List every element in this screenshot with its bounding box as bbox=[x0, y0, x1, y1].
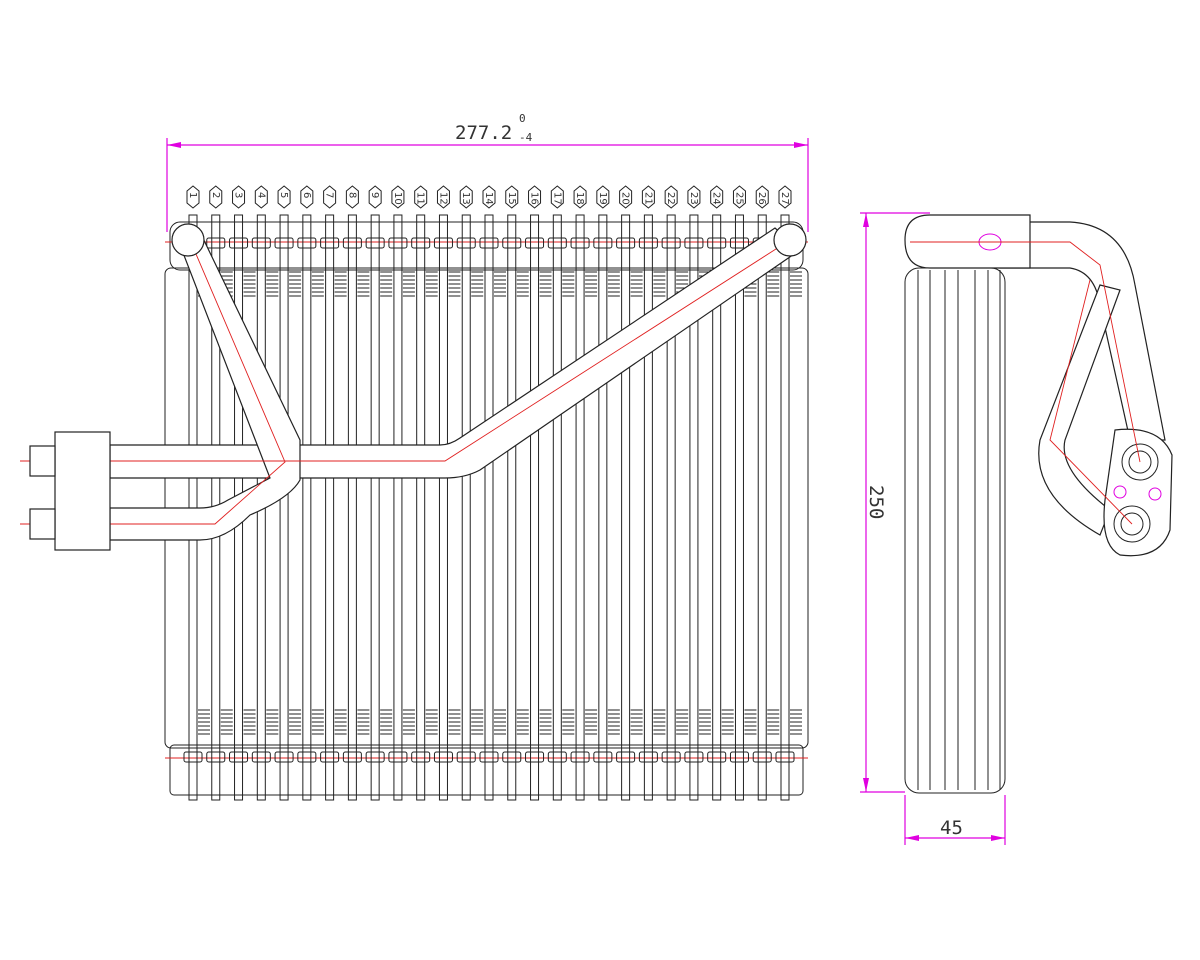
width-dimension: 277.2 0 -4 bbox=[166, 112, 809, 232]
tube bbox=[456, 214, 484, 801]
tube-number: 22 bbox=[665, 192, 676, 205]
tube bbox=[616, 214, 643, 801]
tube-number: 4 bbox=[255, 192, 266, 198]
tube-number-tag: 9 bbox=[368, 185, 382, 209]
tube bbox=[525, 214, 552, 801]
liquid-pipe bbox=[109, 231, 301, 541]
tube-number-tag: 24 bbox=[710, 185, 724, 209]
port-lower bbox=[29, 508, 56, 540]
tube-number: 10 bbox=[392, 192, 403, 205]
tube bbox=[547, 214, 575, 801]
tube-number: 19 bbox=[597, 192, 608, 205]
tube-number-tag: 15 bbox=[505, 185, 519, 209]
tube-number-tag: 2 bbox=[209, 185, 223, 209]
tube bbox=[752, 214, 780, 801]
tube-number-tag: 17 bbox=[550, 185, 564, 209]
tube-number-tag: 14 bbox=[482, 185, 496, 209]
tube-number-tag: 6 bbox=[300, 185, 314, 209]
tube-number-tag: 25 bbox=[732, 185, 746, 209]
tube bbox=[342, 214, 370, 801]
tube bbox=[729, 214, 757, 801]
tube-number-tag: 19 bbox=[596, 185, 610, 209]
tube-number-tag: 21 bbox=[641, 185, 655, 209]
width-tol-lower: -4 bbox=[519, 131, 533, 144]
tube-number: 27 bbox=[779, 192, 790, 205]
tube-number-tag: 10 bbox=[391, 185, 405, 209]
tube-number-tag: 18 bbox=[573, 185, 587, 209]
tube-number: 21 bbox=[642, 192, 653, 205]
depth-value: 45 bbox=[940, 817, 963, 839]
tube-number: 7 bbox=[324, 192, 335, 198]
tube-number-tag: 27 bbox=[778, 185, 792, 209]
tube bbox=[411, 214, 438, 801]
tube-number-tag: 20 bbox=[619, 185, 633, 209]
tube-number-tag: 12 bbox=[436, 185, 450, 209]
tube-number: 2 bbox=[210, 192, 221, 198]
tube-number: 23 bbox=[688, 192, 699, 205]
tube-number: 9 bbox=[369, 192, 380, 198]
tube-number: 20 bbox=[620, 192, 631, 205]
tube bbox=[365, 214, 393, 801]
tube bbox=[320, 214, 347, 801]
tube-number: 14 bbox=[483, 192, 494, 205]
height-value: 250 bbox=[865, 485, 887, 519]
tube-number: 1 bbox=[187, 192, 198, 198]
tube-number-tag: 26 bbox=[755, 185, 769, 209]
tube-number-tag: 8 bbox=[345, 185, 359, 209]
tube bbox=[297, 214, 324, 801]
tube-number-tag: 16 bbox=[528, 185, 542, 209]
tube bbox=[775, 214, 802, 801]
tube bbox=[593, 214, 620, 801]
tube bbox=[479, 214, 506, 801]
tube-number: 13 bbox=[460, 192, 471, 205]
tube-number-tag: 13 bbox=[459, 185, 473, 209]
tube-number-tag: 22 bbox=[664, 185, 678, 209]
tube-number: 11 bbox=[415, 192, 426, 205]
tube-number-tag: 4 bbox=[254, 185, 268, 209]
tube bbox=[638, 214, 666, 801]
tube bbox=[502, 214, 529, 801]
tube-number: 3 bbox=[233, 192, 244, 198]
tube-number-tag: 3 bbox=[232, 185, 246, 209]
tube-number: 5 bbox=[278, 192, 289, 198]
tube-number: 25 bbox=[733, 192, 744, 205]
tube-number-tag: 5 bbox=[277, 185, 291, 209]
port-upper bbox=[29, 445, 56, 477]
fitting-block bbox=[54, 431, 111, 551]
side-view: 250 45 bbox=[860, 212, 1173, 845]
tube-number: 16 bbox=[529, 192, 540, 205]
tube-number: 24 bbox=[711, 192, 722, 205]
tube bbox=[274, 214, 302, 801]
tube-number: 17 bbox=[551, 192, 562, 205]
tube bbox=[433, 214, 461, 801]
tube bbox=[388, 214, 415, 801]
tube-number-tag: 23 bbox=[687, 185, 701, 209]
tube-number: 15 bbox=[506, 192, 517, 205]
tube-number: 26 bbox=[756, 192, 767, 205]
tube-number: 18 bbox=[574, 192, 585, 205]
tube-number: 8 bbox=[346, 192, 357, 198]
tube-number-tag: 1 bbox=[186, 185, 200, 209]
width-value: 277.2 bbox=[455, 122, 512, 144]
tube-number: 12 bbox=[437, 192, 448, 205]
tube-number-tag: 7 bbox=[323, 185, 337, 209]
tube bbox=[570, 214, 598, 801]
tube-number-tag: 11 bbox=[414, 185, 428, 209]
tube-number: 6 bbox=[301, 192, 312, 198]
width-tol-upper: 0 bbox=[519, 112, 526, 125]
